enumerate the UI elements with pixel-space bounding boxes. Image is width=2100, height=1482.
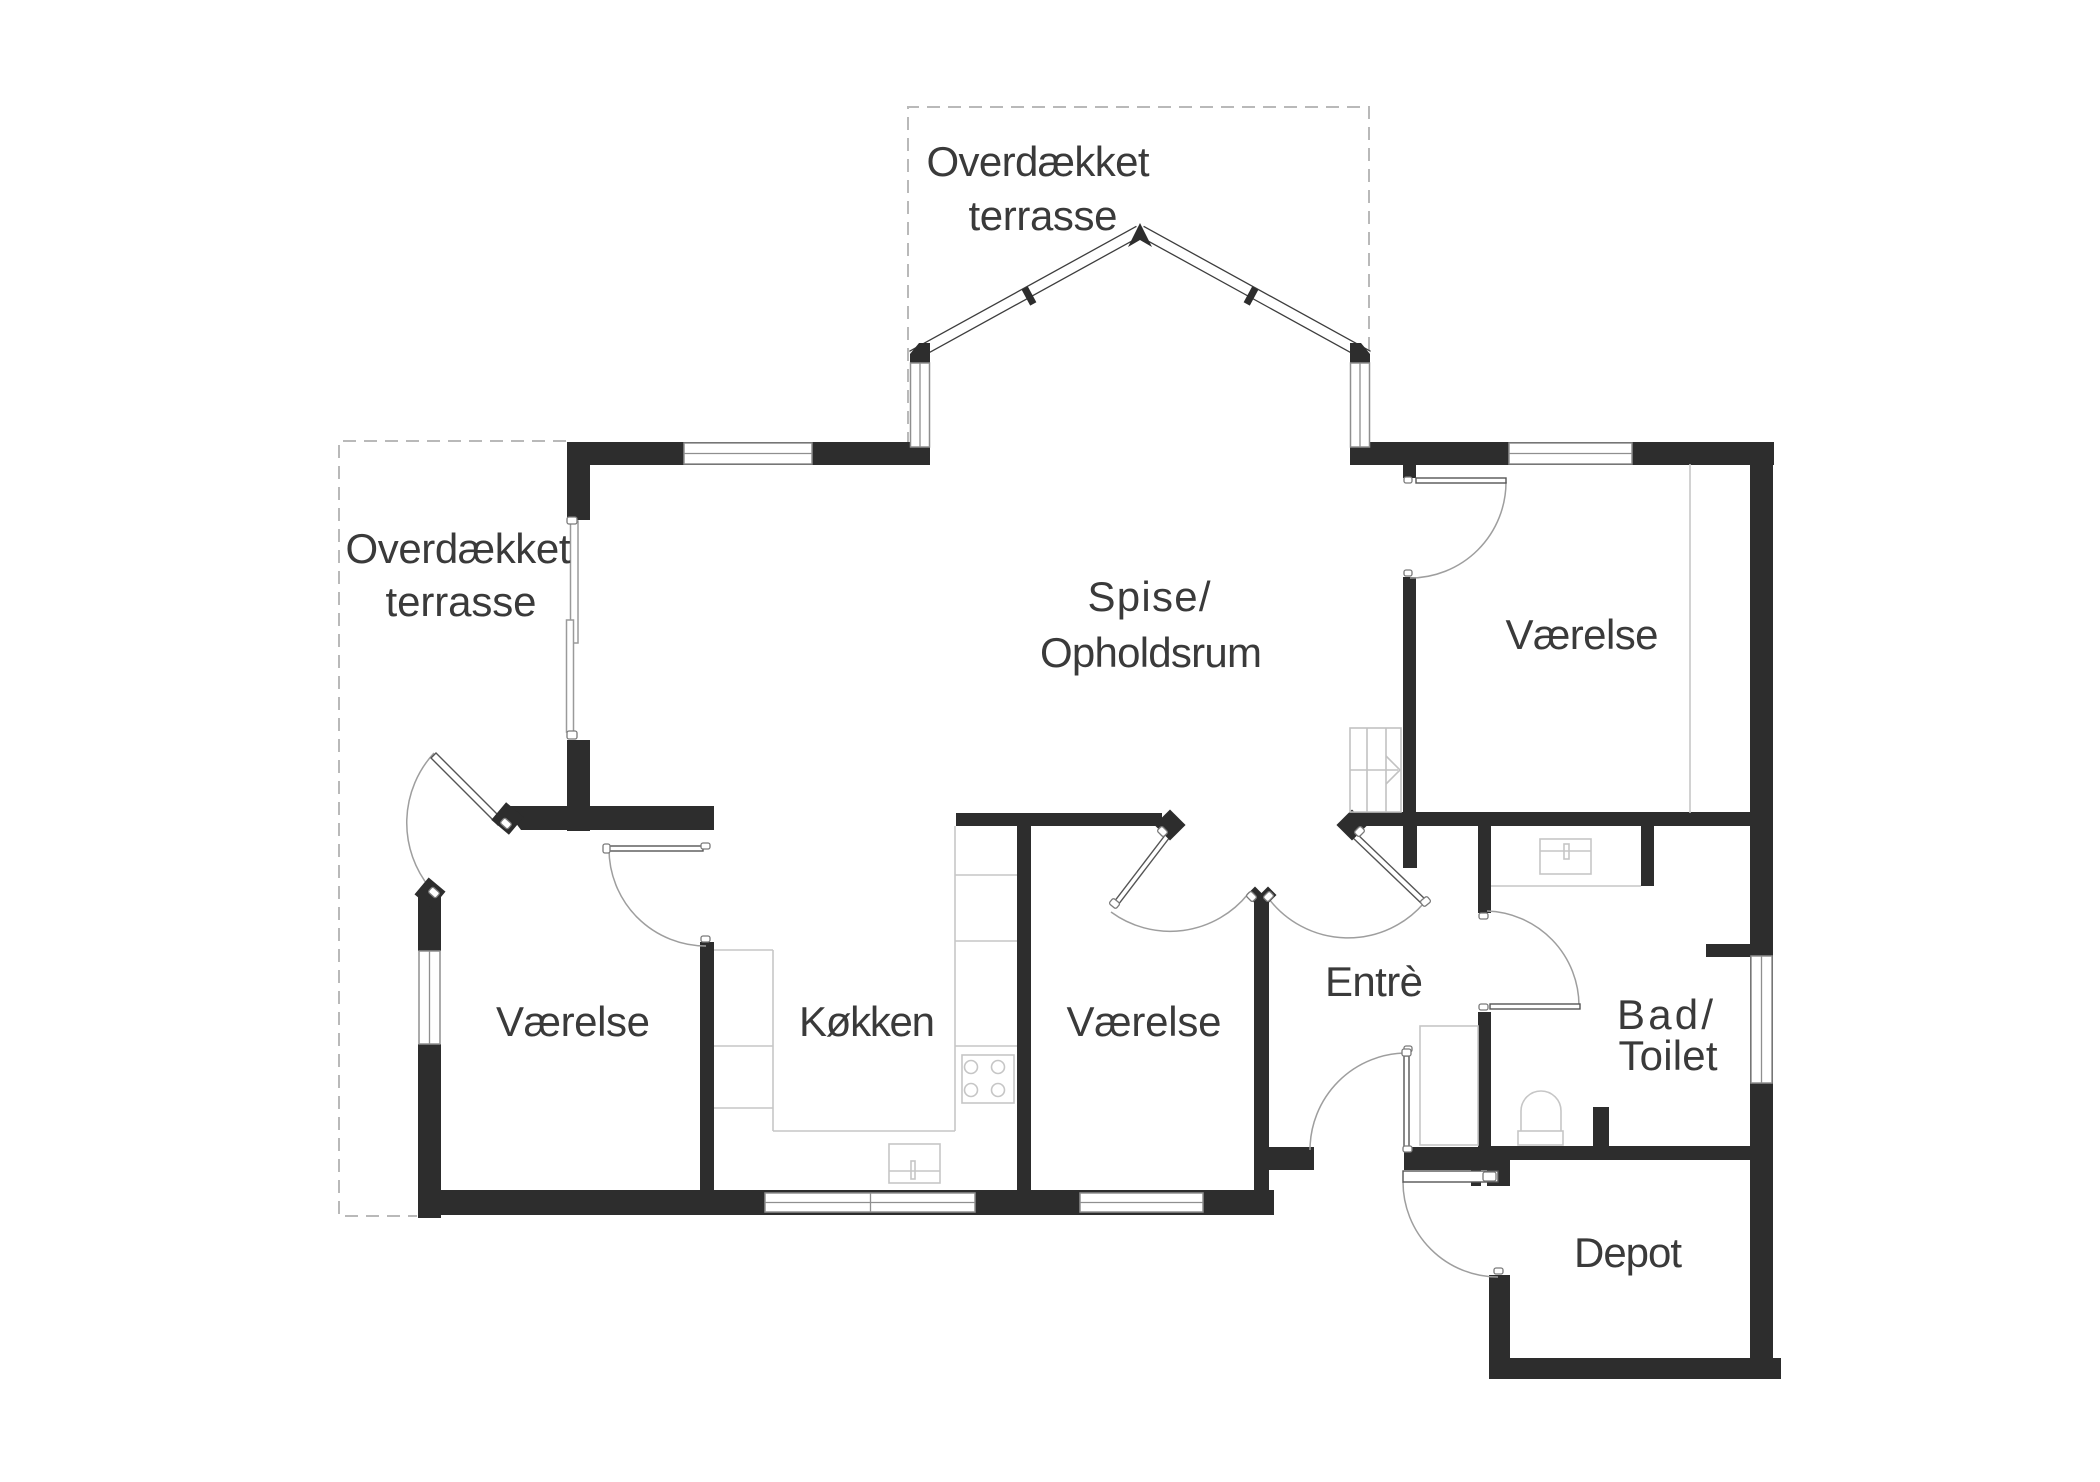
svg-text:Toilet: Toilet	[1619, 1032, 1718, 1079]
svg-text:Bad/: Bad/	[1617, 991, 1713, 1038]
svg-text:Spise/: Spise/	[1088, 573, 1211, 620]
svg-text:Overdækket: Overdækket	[346, 525, 571, 572]
svg-text:Værelse: Værelse	[1506, 611, 1659, 658]
svg-text:Køkken: Køkken	[799, 998, 935, 1045]
svg-text:Overdækket: Overdækket	[927, 138, 1150, 185]
svg-text:Entrè: Entrè	[1325, 958, 1423, 1005]
svg-text:Værelse: Værelse	[1067, 998, 1222, 1045]
svg-text:Depot: Depot	[1574, 1229, 1682, 1276]
svg-text:Opholdsrum: Opholdsrum	[1040, 629, 1262, 676]
svg-text:terrasse: terrasse	[969, 192, 1118, 239]
svg-text:Værelse: Værelse	[496, 998, 650, 1045]
svg-text:terrasse: terrasse	[386, 578, 537, 625]
